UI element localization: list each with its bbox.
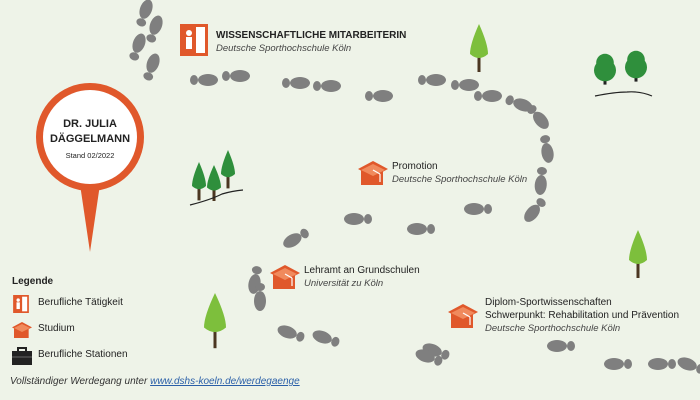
footprint <box>451 79 479 91</box>
graduation-cap-icon <box>270 265 300 289</box>
tree <box>625 50 647 82</box>
footprint <box>648 358 676 370</box>
tree <box>207 165 221 201</box>
footprint <box>313 80 341 92</box>
footer-link[interactable]: www.dshs-koeln.de/werdegaenge <box>150 376 300 387</box>
footprint <box>312 330 340 347</box>
person-name-line2: DÄGGELMANN <box>49 133 131 145</box>
station-institution: Deutsche Sporthochschule Köln <box>485 323 621 334</box>
legend-item-studium: Studium <box>12 321 75 344</box>
footer-text: Vollständiger Werdegang unter <box>10 376 151 387</box>
footprint <box>474 90 502 102</box>
footprint <box>143 53 160 81</box>
tree <box>594 53 616 85</box>
station-subtitle: Schwerpunkt: Rehabilitation und Präventi… <box>485 310 680 321</box>
graduation-cap-icon <box>448 304 478 328</box>
legend-item-beruf: Berufliche Tätigkeit <box>12 295 123 318</box>
station-institution: Deutsche Sporthochschule Köln <box>216 43 352 54</box>
footprint <box>146 15 163 43</box>
footprint <box>190 74 218 86</box>
door-person-icon <box>180 24 208 56</box>
station-title: Lehramt an Grundschulen <box>304 265 420 276</box>
legend-label: Studium <box>38 323 75 334</box>
footprint <box>415 349 443 366</box>
legend-label: Berufliche Tätigkeit <box>38 297 123 308</box>
status-date: Stand 02/2022 <box>65 151 115 160</box>
pin-face <box>43 90 137 184</box>
station-title: Promotion <box>392 161 438 172</box>
station-title: Diplom-Sportwissenschaften <box>485 297 612 308</box>
door-person-icon <box>13 295 29 313</box>
tree <box>192 162 206 201</box>
footprint <box>254 283 266 311</box>
tree <box>221 150 235 189</box>
tree <box>629 230 647 278</box>
footer-note: Vollständiger Werdegang unter www.dshs-k… <box>10 376 300 387</box>
footprint <box>547 340 575 352</box>
person-name-line1: DR. JULIA <box>63 118 117 130</box>
legend-title: Legende <box>12 276 54 287</box>
footprint <box>527 105 549 129</box>
footprint <box>524 198 546 222</box>
footprint <box>677 357 700 374</box>
footprint <box>505 95 533 112</box>
footprint <box>136 0 153 27</box>
footprint <box>344 213 372 225</box>
footprint <box>407 223 435 235</box>
station-institution: Universität zu Köln <box>304 278 384 289</box>
station-institution: Deutsche Sporthochschule Köln <box>392 174 528 185</box>
footprint <box>129 33 146 61</box>
footprint <box>464 203 492 215</box>
graduation-cap-icon <box>358 161 388 185</box>
footprint <box>277 325 305 342</box>
tree <box>204 293 226 349</box>
graduation-cap-icon <box>12 322 32 338</box>
tree <box>470 24 488 72</box>
footprint <box>282 77 310 89</box>
briefcase-icon <box>12 347 32 365</box>
legend-label: Berufliche Stationen <box>38 349 128 360</box>
footprint <box>418 74 446 86</box>
footprint <box>540 135 554 163</box>
footprint <box>604 358 632 370</box>
footprint <box>222 70 250 82</box>
footprint <box>534 167 547 195</box>
station-title: WISSENSCHAFTLICHE MITARBEITERIN <box>216 30 407 41</box>
location-pin <box>36 83 144 252</box>
footprint <box>283 228 309 248</box>
legend-item-stationen: Berufliche Stationen <box>12 347 128 370</box>
footprint <box>365 90 393 102</box>
